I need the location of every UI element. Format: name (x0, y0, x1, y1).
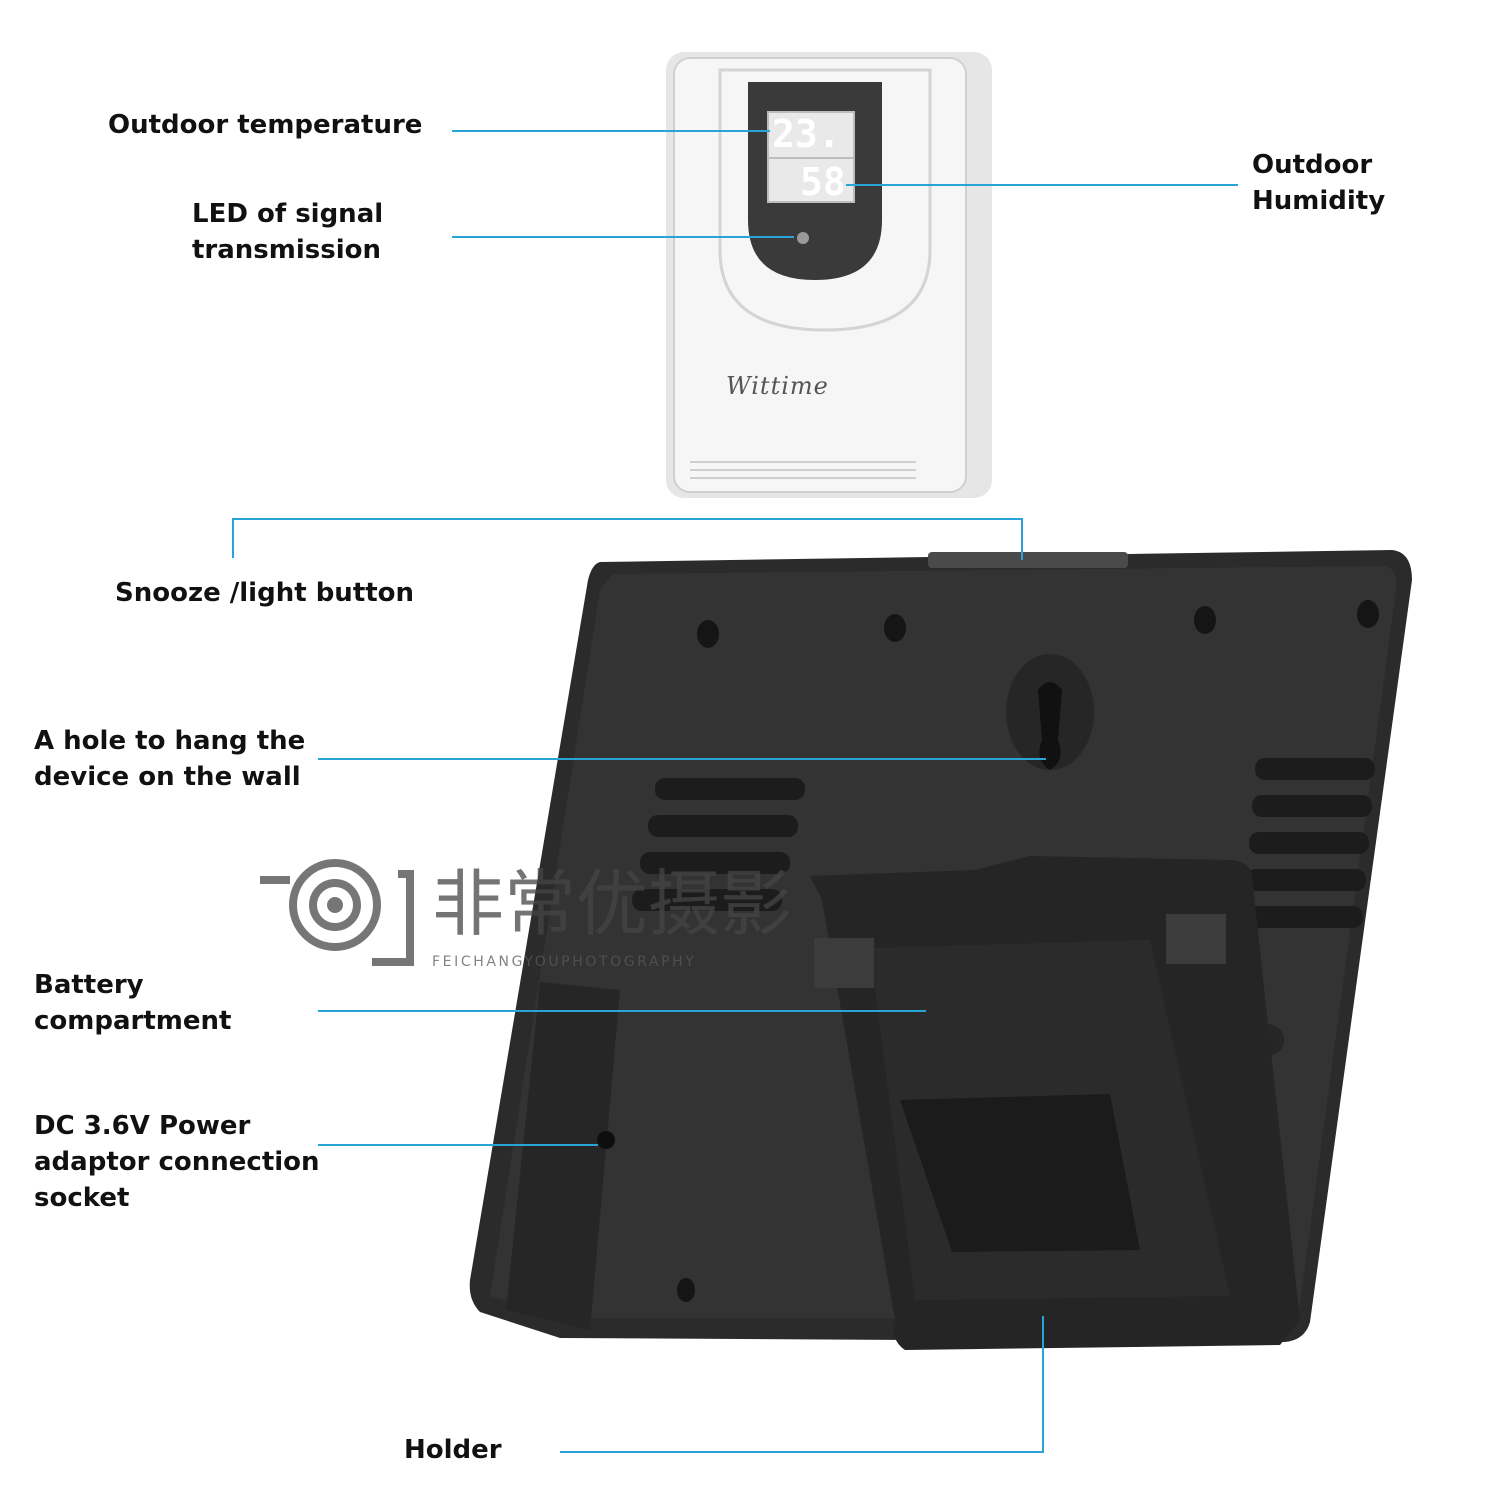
watermark-cn-text: 非常优摄影 (432, 862, 793, 946)
leader-battery (318, 1010, 926, 1012)
leader-holder-bottom (560, 1451, 1044, 1453)
leader-snooze-left (232, 518, 234, 558)
leader-dc-socket (318, 1144, 598, 1146)
leader-led-signal (452, 236, 794, 238)
label-outdoor-temperature: Outdoor temperature (108, 110, 423, 140)
sensor-temp-reading: 23. (772, 112, 841, 156)
leader-snooze-top (232, 518, 1022, 520)
main-device-back (469, 550, 1412, 1350)
leader-holder-vertical (1042, 1316, 1044, 1453)
outdoor-sensor (666, 52, 992, 498)
label-wall-hole: A hole to hang the device on the wall (34, 726, 306, 792)
label-led-signal: LED of signal transmission (192, 199, 384, 265)
label-outdoor-humidity: Outdoor Humidity (1252, 150, 1386, 216)
leader-outdoor-humidity (846, 184, 1238, 186)
watermark-en-text: FEICHANGYOUPHOTOGRAPHY (432, 954, 697, 970)
leader-wall-hole (318, 758, 1046, 760)
label-battery: Battery compartment (34, 970, 232, 1036)
label-snooze-light: Snooze /light button (115, 578, 415, 608)
label-holder: Holder (404, 1435, 502, 1465)
watermark-camera-logo (260, 859, 414, 966)
sensor-humidity-reading: 58 (800, 160, 846, 204)
leader-snooze-right (1021, 518, 1023, 560)
sensor-brand-logo: Wittime (726, 372, 829, 400)
label-dc-socket: DC 3.6V Power adaptor connection socket (34, 1111, 320, 1213)
leader-outdoor-temperature (452, 130, 770, 132)
